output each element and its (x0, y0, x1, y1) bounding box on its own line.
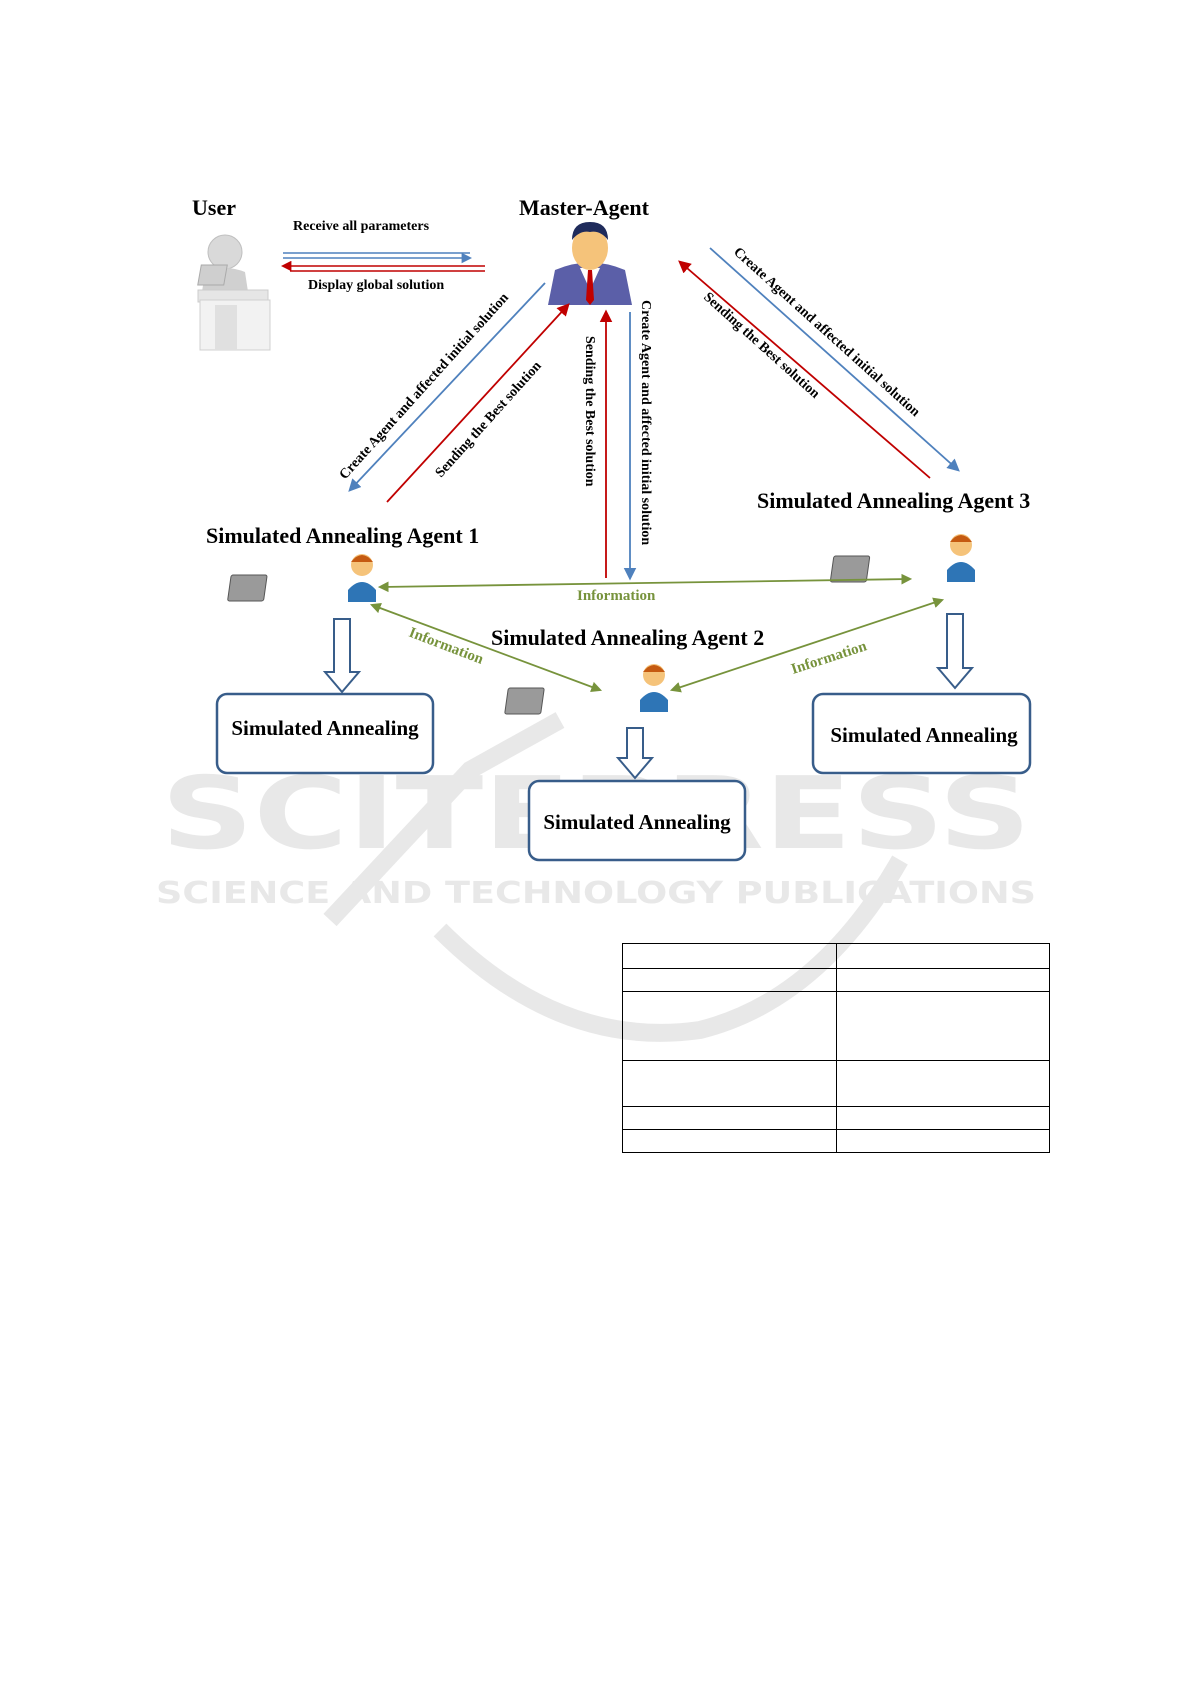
user-at-desk-icon (197, 234, 271, 351)
agent3-laptop-icon (829, 534, 975, 583)
down-arrow-1 (322, 618, 362, 694)
table-row (622, 1129, 1050, 1153)
edge-best1-label: Sending the Best solution (433, 359, 545, 481)
sa-box-2 (527, 779, 747, 862)
master-agent-label: Master-Agent (519, 195, 650, 220)
edge-info13-label: Information (577, 588, 656, 604)
edge-receive-parameters (283, 252, 473, 264)
watermark-tagline: SCIENCE AND TECHNOLOGY PUBLICATIONS (156, 876, 1036, 911)
table-row (622, 968, 1050, 992)
edge-best-agent1 (386, 303, 570, 503)
edge-display-solution (280, 260, 485, 272)
sa-box-1 (215, 692, 435, 775)
sa-box-3 (811, 692, 1032, 775)
agent1-label: Simulated Annealing Agent 1 (206, 523, 479, 548)
agent3-label: Simulated Annealing Agent 3 (757, 488, 1030, 513)
edge-receive-label: Receive all parameters (293, 219, 430, 234)
user-label: User (192, 195, 236, 220)
edge-best2-label: Sending the Best solution (582, 336, 597, 487)
agent1-laptop-icon (227, 554, 376, 602)
edge-create-agent3 (709, 247, 960, 472)
table-row (622, 943, 1050, 969)
agent2-label: Simulated Annealing Agent 2 (491, 625, 764, 650)
edge-info-2-3 (669, 597, 945, 693)
edge-best-agent3 (678, 260, 931, 479)
table-row (622, 1106, 1050, 1130)
edge-create1-label: Create Agent and affected initial soluti… (337, 290, 512, 482)
down-arrow-3 (935, 613, 975, 690)
sa-box-2-label: Simulated Annealing (543, 810, 731, 834)
sa-box-3-label: Simulated Annealing (830, 723, 1018, 747)
edge-info-1-2 (369, 602, 603, 693)
edge-info12-label: Information (407, 625, 486, 668)
edge-info-1-3 (377, 573, 913, 593)
edge-info23-label: Information (789, 638, 869, 678)
empty-table (622, 943, 1050, 1153)
down-arrow-2 (615, 727, 655, 780)
edge-display-label: Display global solution (308, 278, 444, 293)
sa-box-1-label: Simulated Annealing (231, 716, 419, 740)
businessman-icon (548, 222, 632, 305)
agent2-laptop-icon (504, 664, 668, 715)
edge-create2-label: Create Agent and affected initial soluti… (638, 300, 653, 545)
edge-create-agent1 (348, 282, 546, 492)
table-row (622, 991, 1050, 1061)
table-row (622, 1060, 1050, 1107)
